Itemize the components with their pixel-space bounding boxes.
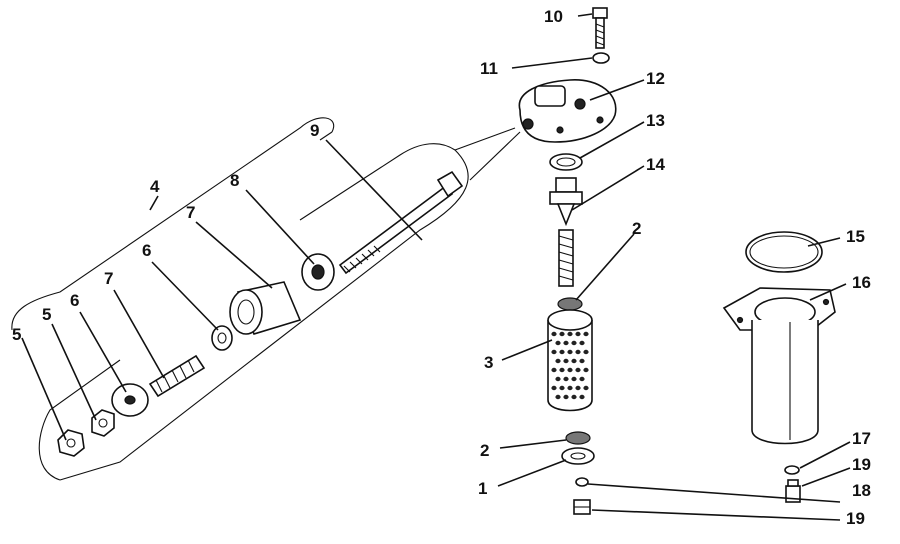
perforation-hole <box>575 385 581 391</box>
callout-10: 8 <box>230 171 239 190</box>
part-18-filter-bowl <box>722 287 836 445</box>
part-3-filter-element <box>547 309 593 412</box>
callout-2-upper: 2 <box>632 219 641 238</box>
perforation-hole <box>579 340 585 346</box>
outline-leader-to-housing-2 <box>469 131 521 181</box>
callout-21: 19 <box>846 509 865 528</box>
perforation-hole <box>571 394 577 400</box>
part-15-gasket <box>549 153 583 171</box>
perforation-hole <box>575 367 581 373</box>
callout-14: 12 <box>646 69 665 88</box>
part-16-valve-fitting <box>549 177 583 227</box>
part-5-nut-outer <box>57 429 85 457</box>
leader-lines <box>21 13 851 521</box>
callout-5-inner: 5 <box>42 305 51 324</box>
part-21-drain-plug <box>573 499 591 515</box>
callout-3: 3 <box>484 353 493 372</box>
perforation-hole <box>567 367 573 373</box>
perforation-hole <box>583 349 589 355</box>
part-11-long-bolt <box>338 170 464 275</box>
perforation-hole <box>563 376 569 382</box>
callout-5-outer: 5 <box>12 325 21 344</box>
subassembly-4-outline <box>11 117 469 481</box>
perforation-hole <box>583 331 589 337</box>
perforation-hole <box>559 349 565 355</box>
part-19-washer-left <box>575 477 589 487</box>
callout-12: 10 <box>544 7 563 26</box>
part-13-lock-washer <box>592 52 610 64</box>
part-17-o-ring <box>745 231 823 273</box>
perforation-hole <box>555 358 561 364</box>
perforation-hole <box>571 376 577 382</box>
part-5-nut-inner <box>91 409 115 437</box>
perforation-hole <box>567 385 573 391</box>
part-1-washer <box>561 447 595 465</box>
callout-1: 1 <box>478 479 487 498</box>
outline-leader-to-housing <box>454 127 516 151</box>
part-2-lower-seal <box>565 431 591 445</box>
part-7-spring <box>148 354 206 398</box>
perforation-hole <box>551 349 557 355</box>
perforation-hole <box>551 385 557 391</box>
perforation-hole <box>563 340 569 346</box>
perforation-hole <box>583 385 589 391</box>
perforation-hole <box>579 376 585 382</box>
perforation-hole <box>579 358 585 364</box>
perforation-hole <box>575 349 581 355</box>
perforation-hole <box>551 367 557 373</box>
part-10-castle-nut <box>301 253 335 291</box>
perforation-hole <box>575 331 581 337</box>
callout-7: 7 <box>104 269 113 288</box>
part-14-filter-head <box>518 79 617 143</box>
callout-2-lower: 2 <box>480 441 489 460</box>
callout-19-lower: 18 <box>852 481 871 500</box>
part-8-washer <box>211 325 233 351</box>
callout-9: 7 <box>186 203 195 222</box>
perforation-hole <box>555 376 561 382</box>
perforation-hole <box>563 394 569 400</box>
callout-19-upper: 17 <box>852 429 871 448</box>
callout-20: 19 <box>852 455 871 474</box>
callout-8: 6 <box>142 241 151 260</box>
callout-15: 13 <box>646 111 665 130</box>
part-2-upper-seal <box>557 297 583 311</box>
perforation-hole <box>567 349 573 355</box>
part-9-sleeve <box>229 281 302 335</box>
callout-labels: 10 11 12 13 14 2 3 2 1 15 16 17 19 18 19… <box>12 7 871 528</box>
perforation-hole <box>583 367 589 373</box>
perforation-hole <box>563 358 569 364</box>
part-12-bolt <box>592 7 608 49</box>
callout-4: 4 <box>150 177 160 196</box>
perforation-hole <box>567 331 573 337</box>
part-spring-small <box>558 229 574 287</box>
callout-11: 9 <box>310 121 319 140</box>
callout-16: 14 <box>646 155 665 174</box>
perforation-hole <box>551 331 557 337</box>
perforation-hole <box>571 358 577 364</box>
perforation-hole <box>559 385 565 391</box>
perforation-hole <box>579 394 585 400</box>
perforation-hole <box>555 340 561 346</box>
callout-18: 16 <box>852 273 871 292</box>
perforation-hole <box>559 331 565 337</box>
callout-17: 15 <box>846 227 865 246</box>
perforation-hole <box>559 367 565 373</box>
callout-6: 6 <box>70 291 79 310</box>
perforation-hole <box>571 340 577 346</box>
callout-13: 11 <box>480 59 498 78</box>
part-6-large-washer <box>111 383 149 417</box>
perforation-hole <box>555 394 561 400</box>
part-19-washer-right <box>784 465 800 475</box>
